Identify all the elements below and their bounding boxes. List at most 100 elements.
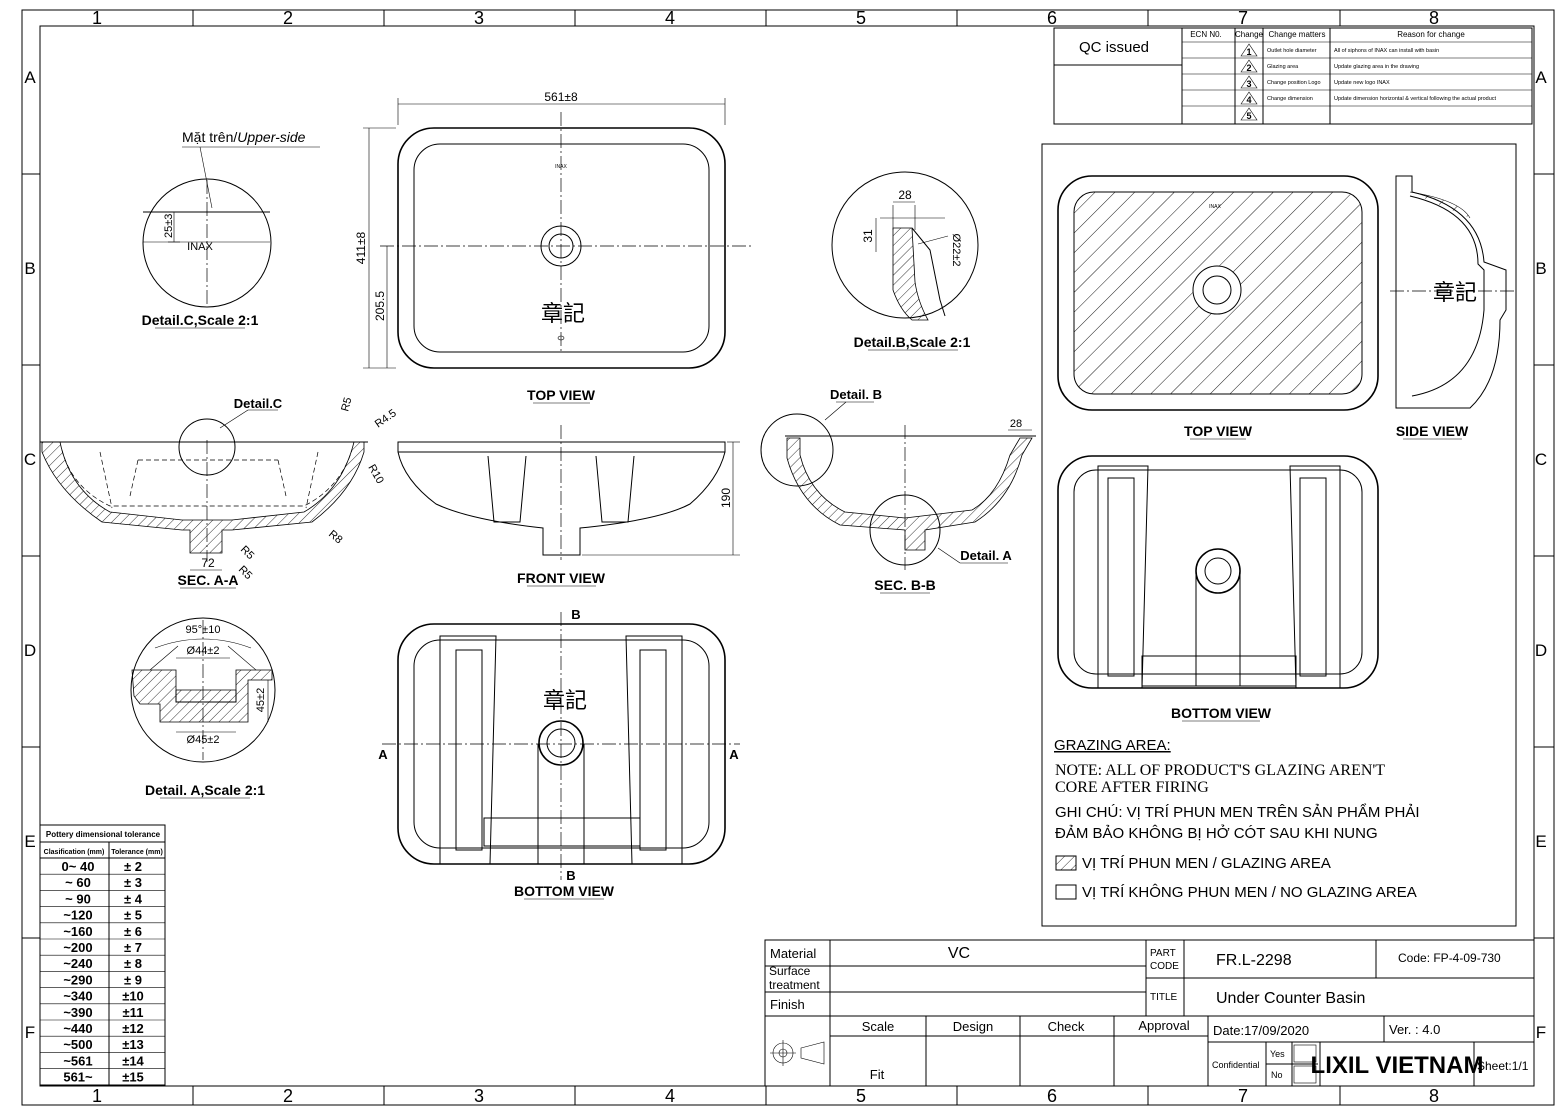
row-label-right: D	[1535, 641, 1547, 660]
bottom-view-section-b-top: B	[571, 607, 580, 622]
title-block-part-code-label-2: CODE	[1150, 961, 1179, 972]
tolerance-value: ±14	[122, 1053, 144, 1068]
glazing-top-view-title: TOP VIEW	[1184, 423, 1253, 439]
revision-number: 5	[1246, 111, 1251, 121]
column-label-top: 5	[856, 8, 866, 28]
column-label-top: 8	[1429, 8, 1439, 28]
glazing-ghichu-line-1: GHI CHÚ: VỊ TRÍ PHUN MEN TRÊN SẢN PHẨM P…	[1055, 803, 1420, 821]
glazing-note-line-2: CORE AFTER FIRING	[1055, 779, 1209, 796]
revision-header-matters: Change matters	[1269, 30, 1326, 39]
detail-b-view: 28 31 Ø22±2 Detail.B,Scale 2:1	[831, 171, 979, 351]
detail-b-title: Detail.B,Scale 2:1	[854, 334, 971, 350]
tolerance-value: ± 9	[124, 972, 142, 987]
sec-bb-callout-detail-a: Detail. A	[960, 548, 1012, 563]
column-label-top: 2	[283, 8, 293, 28]
tolerance-value: ± 6	[124, 924, 142, 939]
detail-b-dim-31: 31	[861, 229, 875, 243]
revision-matter: Outlet hole diameter	[1267, 48, 1317, 54]
sec-aa-r8: R8	[326, 528, 344, 546]
row-label-left: C	[24, 450, 36, 469]
title-block-design-label: Design	[953, 1019, 993, 1034]
sec-bb-title: SEC. B-B	[874, 577, 935, 593]
revision-table: QC issued ECN N0. Change Change matters …	[1053, 27, 1533, 125]
bottom-view-title: BOTTOM VIEW	[514, 883, 615, 899]
title-block-check-label: Check	[1048, 1019, 1085, 1034]
sec-aa-title: SEC. A-A	[178, 572, 239, 588]
column-label-bottom: 8	[1429, 1086, 1439, 1106]
tolerance-value: ±10	[122, 989, 144, 1004]
detail-c-logo: INAX	[187, 241, 213, 253]
detail-c-title: Detail.C,Scale 2:1	[142, 312, 259, 328]
sec-aa-dim-72: 72	[201, 556, 215, 570]
sec-bb-dim-28: 28	[1010, 418, 1022, 430]
sec-bb-view: Detail. B Detail. A 28 SEC. B-B	[760, 387, 1036, 594]
column-label-bottom: 5	[856, 1086, 866, 1106]
title-block-part-code-label-1: PART	[1150, 948, 1176, 959]
row-label-left: D	[24, 641, 36, 660]
glazing-top-logo: INAX	[1209, 204, 1221, 210]
legend-glazing-label: VỊ TRÍ PHUN MEN / GLAZING AREA	[1082, 855, 1331, 872]
detail-c-dim-25: 25±3	[163, 214, 175, 238]
tolerance-value: ± 2	[124, 859, 142, 874]
tolerance-value: ± 5	[124, 908, 142, 923]
tolerance-header-class: Clasification (mm)	[44, 849, 105, 856]
title-block-version: Ver. : 4.0	[1389, 1022, 1440, 1037]
title-block-finish-label: Finish	[770, 997, 805, 1012]
title-block-date: Date:17/09/2020	[1213, 1023, 1309, 1038]
tolerance-class: 0~ 40	[62, 859, 95, 874]
detail-b-dim-dia: Ø22±2	[950, 234, 962, 267]
column-label-bottom: 4	[665, 1086, 675, 1106]
title-block-yes: Yes	[1270, 1049, 1285, 1059]
revision-reason: Update glazing area in the drawing	[1334, 64, 1419, 70]
tolerance-class: ~200	[63, 940, 92, 955]
title-block-surface-label-1: Surface	[769, 964, 811, 978]
tolerance-class: ~240	[63, 956, 92, 971]
sec-aa-r10: R10	[365, 463, 385, 486]
revision-reason: Update new logo INAX	[1334, 80, 1390, 86]
revision-number: 4	[1246, 95, 1251, 105]
bottom-view-section-b-bottom: B	[566, 868, 575, 883]
top-view-title: TOP VIEW	[527, 387, 596, 403]
front-view-title: FRONT VIEW	[517, 570, 606, 586]
tolerance-class: ~120	[63, 908, 92, 923]
legend-no-glazing-label: VỊ TRÍ KHÔNG PHUN MEN / NO GLAZING AREA	[1082, 884, 1417, 901]
revision-header-reason: Reason for change	[1397, 30, 1465, 39]
top-view: INAX 章記 561±8 411±8 205.5 TOP VIEW	[354, 90, 752, 404]
detail-a-dia-44: Ø44±2	[187, 645, 220, 657]
projection-symbol-icon	[770, 1040, 825, 1066]
bottom-view-stamp: 章記	[543, 688, 587, 713]
revision-triangle-icon	[1240, 75, 1258, 89]
glazing-ghichu-line-2: ĐẢM BẢO KHÔNG BỊ HỞ CÓT SAU KHI NUNG	[1055, 824, 1378, 842]
revision-triangle-icon	[1240, 43, 1258, 57]
tolerance-class: 561~	[63, 1070, 93, 1085]
tolerance-header-tol: Tolerance (mm)	[111, 849, 163, 856]
row-label-right: F	[1536, 1023, 1546, 1042]
column-label-bottom: 3	[474, 1086, 484, 1106]
revision-reason: All of siphons of INAX can install with …	[1334, 48, 1439, 54]
detail-a-dia-45: Ø45±2	[187, 734, 220, 746]
front-view: 190 FRONT VIEW	[397, 425, 740, 587]
detail-c-label: Mặt trên/Upper-side	[182, 129, 306, 145]
row-label-left: F	[25, 1023, 35, 1042]
title-block-title: Under Counter Basin	[1216, 990, 1365, 1007]
detail-a-angle: 95°±10	[186, 624, 221, 636]
tolerance-value: ± 8	[124, 956, 142, 971]
tolerance-class: ~ 90	[65, 891, 91, 906]
detail-a-view: 95°±10 Ø44±2 45±2 Ø45±2 Detail. A,Scale …	[130, 617, 276, 799]
tolerance-class: ~340	[63, 989, 92, 1004]
glazing-bottom-view-title: BOTTOM VIEW	[1171, 705, 1272, 721]
column-label-top: 7	[1238, 8, 1248, 28]
sec-aa-r5-top: R5	[339, 396, 354, 413]
row-label-right: A	[1535, 68, 1547, 87]
title-block-company-logo: LIXIL VIETNAM	[1311, 1052, 1484, 1079]
revision-number: 1	[1246, 47, 1251, 57]
sec-aa-r5-low: R5	[236, 564, 254, 582]
top-view-half-dim: 205.5	[373, 291, 387, 321]
detail-c-view: 25±3 INAX Mặt trên/Upper-side Detail.C,S…	[142, 129, 320, 329]
top-view-height-dim: 411±8	[354, 231, 368, 264]
tolerance-title: Pottery dimensional tolerance	[46, 830, 161, 839]
glazing-side-stamp: 章記	[1433, 280, 1477, 305]
title-block-title-label: TITLE	[1150, 992, 1178, 1003]
